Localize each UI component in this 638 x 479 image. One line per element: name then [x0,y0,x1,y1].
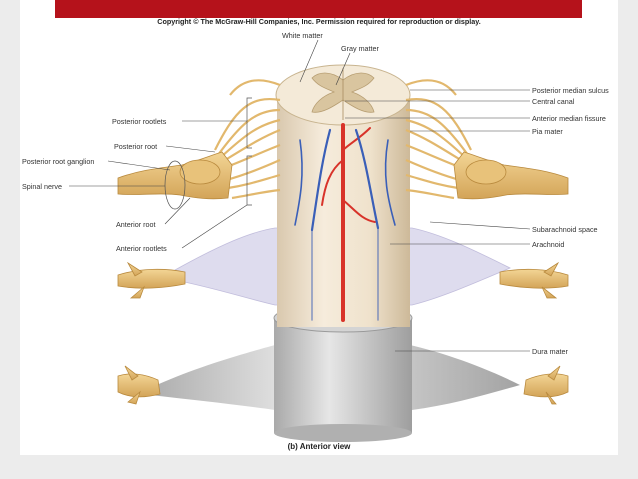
upper-spinal-nerves [117,151,569,200]
figure-caption: (b) Anterior view [287,442,351,451]
label-white-matter: White matter [282,31,323,40]
label-central-canal: Central canal [532,97,575,106]
middle-spinal-nerves [117,261,569,299]
label-anterior-root: Anterior root [116,220,156,229]
label-posterior-median-sulcus: Posterior median sulcus [532,86,609,95]
blood-vessels [294,123,396,322]
label-dura-mater: Dura mater [532,347,568,356]
copyright-notice: Copyright © The McGraw-Hill Companies, I… [157,17,481,26]
title-accent-bar [55,0,582,18]
label-subarachnoid-space: Subarachnoid space [532,225,598,234]
lower-spinal-nerves [117,365,569,405]
label-anterior-rootlets: Anterior rootlets [116,244,167,253]
label-gray-matter: Gray matter [341,44,379,53]
label-arachnoid: Arachnoid [532,240,565,249]
label-posterior-root: Posterior root [114,142,158,151]
label-posterior-rootlets: Posterior rootlets [112,117,167,126]
leader-lines [69,39,531,352]
label-spinal-nerve: Spinal nerve [22,182,62,191]
label-posterior-root-ganglion: Posterior root ganglion [22,157,95,166]
root-brackets [164,97,252,210]
label-anterior-median-fissure: Anterior median fissure [532,114,606,123]
label-pia-mater: Pia mater [532,127,563,136]
